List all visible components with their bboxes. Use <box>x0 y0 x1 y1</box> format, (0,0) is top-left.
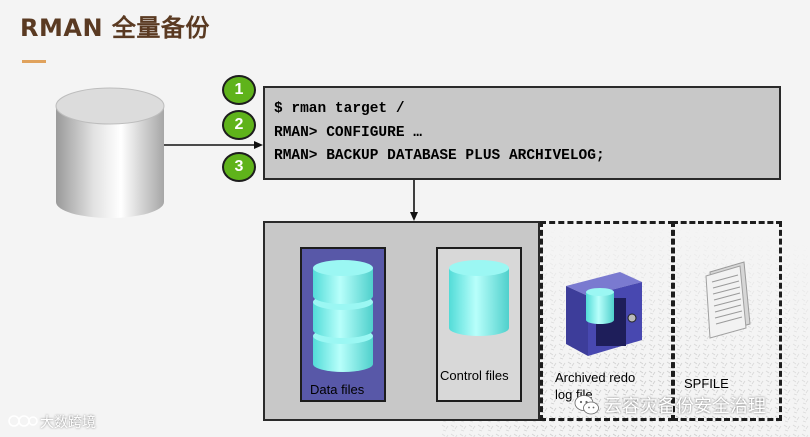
database-cylinder-icon <box>55 87 165 218</box>
watermark-left: 大数跨境 <box>40 415 96 431</box>
data-files-label: Data files <box>310 382 365 397</box>
command-line-1: $ rman target / <box>274 101 405 117</box>
watermark-logo-icon <box>8 415 38 427</box>
command-line-2: RMAN> CONFIGURE … <box>274 125 422 141</box>
rman-command-box: $ rman target / RMAN> CONFIGURE … RMAN> … <box>263 86 781 180</box>
spfile-label: SPFILE <box>684 376 729 391</box>
step-2-badge: 2 <box>222 110 256 140</box>
title-underline <box>22 60 46 63</box>
step-1-badge: 1 <box>222 75 256 105</box>
control-files-label: Control files <box>440 368 509 383</box>
data-files-cylinder-stack-icon <box>313 260 373 372</box>
control-files-cylinder-icon <box>449 260 509 336</box>
watermark-right: 云容灾备份安全治理 <box>604 396 766 417</box>
spfile-document-icon <box>705 261 751 339</box>
archived-redo-safe-icon <box>566 272 642 356</box>
spfile-dashed-box <box>672 221 782 421</box>
archived-redo-label: Archived redo <box>555 370 636 385</box>
command-line-3: RMAN> BACKUP DATABASE PLUS ARCHIVELOG; <box>274 148 605 164</box>
wechat-icon <box>574 395 599 415</box>
page-title: RMAN 全量备份 <box>20 14 210 42</box>
step-3-badge: 3 <box>222 152 256 182</box>
